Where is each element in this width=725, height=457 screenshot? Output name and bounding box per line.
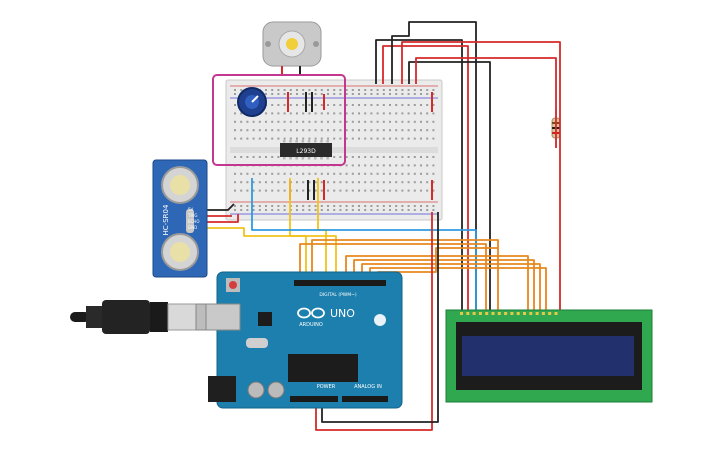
arduino-uno: ARDUINO UNO DIGITAL (PWM~) POWER ANALOG … [205,271,403,409]
power-header-label: POWER [317,384,336,390]
arduino-logo-text: ARDUINO [299,322,323,328]
sensor-pin-trig: TRIG [187,213,198,218]
highlight-box [212,74,346,166]
arduino-model: UNO [330,307,355,320]
arduino-logo [297,307,325,319]
chip-label: L293D [296,148,316,155]
sensor-model-label: HC-SR04 [162,204,170,235]
analog-header-label: ANALOG IN [354,384,382,390]
lcd-display [445,309,653,403]
potentiometer [237,87,267,117]
usb-cable [70,300,223,334]
sensor-pin-gnd: GND [188,225,197,230]
sensor-pin-echo: ECHO [188,219,199,224]
sensor-pin-5v: 5V [188,207,194,212]
digital-header-label: DIGITAL (PWM~) [319,292,357,298]
motor-driver-chip: L293D [280,140,332,160]
ultrasonic-sensor: HC-SR04 5V TRIG ECHO GND [152,159,208,278]
dc-motor [262,21,322,76]
